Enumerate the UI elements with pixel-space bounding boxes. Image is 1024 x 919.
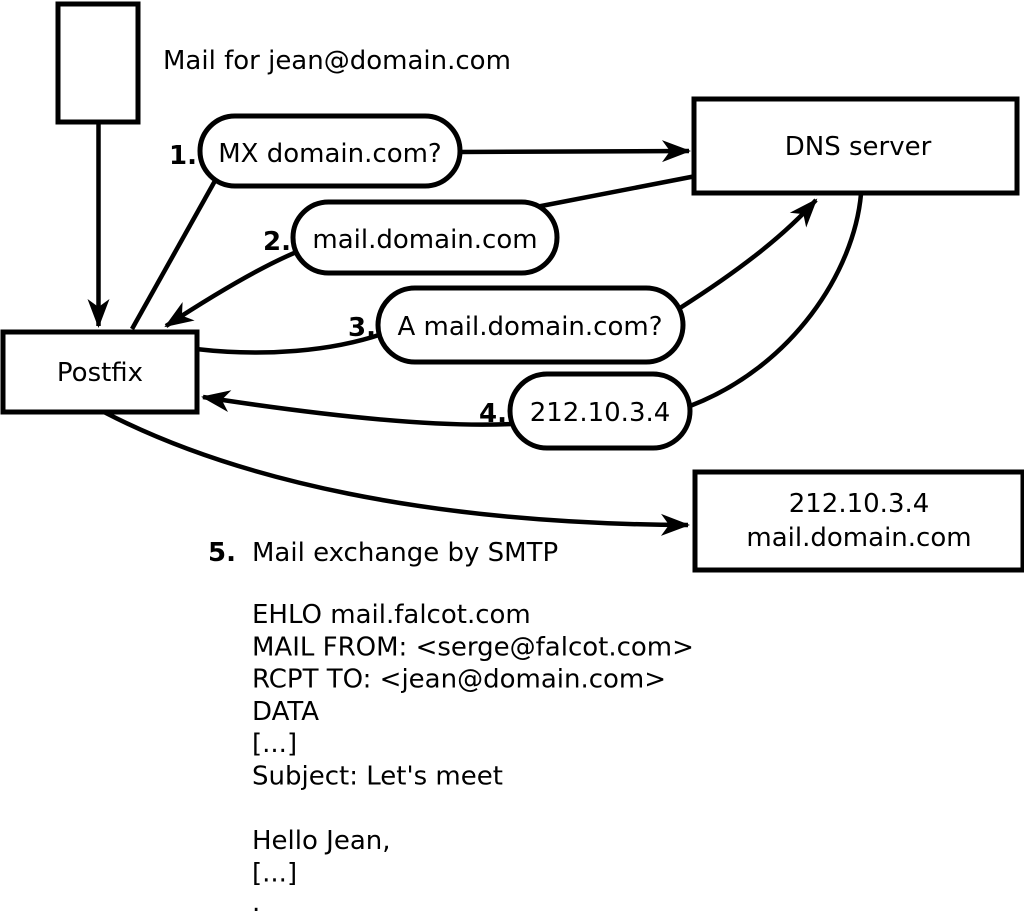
arrow-query3-to-dns	[678, 198, 818, 310]
smtp-line: .	[252, 888, 260, 918]
arrow-postfix-to-mailserver	[102, 410, 690, 536]
query-bubble-1	[197, 113, 463, 189]
dns-server-label: DNS server	[785, 132, 932, 162]
query-bubble-3	[375, 285, 686, 365]
reply-2-label: mail.domain.com	[312, 225, 537, 255]
arrow-query1-to-dns	[457, 140, 691, 163]
envelope-node	[55, 1, 141, 125]
query-1-label: MX domain.com?	[218, 139, 441, 169]
smtp-transcript: EHLO mail.falcot.com MAIL FROM: <serge@f…	[252, 600, 694, 918]
arrow-reply2-to-postfix	[164, 248, 300, 328]
line-dns-to-reply4	[689, 193, 864, 409]
smtp-line: Subject: Let's meet	[252, 762, 503, 792]
step-5-label: Mail exchange by SMTP	[252, 538, 558, 568]
smtp-line: RCPT TO: <jean@domain.com>	[252, 665, 666, 695]
step-number-5: 5.	[208, 538, 236, 568]
postfix-node	[0, 329, 200, 415]
step-number-1: 1.	[169, 141, 197, 171]
reply-bubble-4	[507, 371, 693, 451]
mail-server-node	[692, 469, 1024, 573]
smtp-line: [...]	[252, 858, 297, 888]
mail-server-ip: 212.10.3.4	[789, 489, 930, 519]
smtp-line: MAIL FROM: <serge@falcot.com>	[252, 632, 694, 662]
smtp-line: EHLO mail.falcot.com	[252, 600, 531, 630]
dns-server-node	[691, 96, 1020, 196]
step-number-3: 3.	[348, 313, 376, 343]
line-postfix-to-query3	[195, 331, 383, 355]
mail-server-hostname: mail.domain.com	[746, 523, 971, 553]
line-dns-to-reply2	[535, 173, 697, 210]
smtp-line: Hello Jean,	[252, 826, 391, 856]
postfix-label: Postfix	[57, 358, 143, 388]
diagram-title: Mail for jean@domain.com	[163, 46, 511, 76]
step-number-2: 2.	[263, 227, 291, 257]
line-postfix-to-query1	[130, 177, 218, 331]
smtp-line: [...]	[252, 729, 297, 759]
query-3-label: A mail.domain.com?	[398, 312, 663, 342]
step-number-4: 4.	[479, 399, 507, 429]
reply-4-label: 212.10.3.4	[530, 398, 671, 428]
reply-bubble-2	[290, 199, 560, 276]
smtp-line: DATA	[252, 697, 319, 727]
arrow-reply4-to-postfix	[201, 390, 512, 427]
